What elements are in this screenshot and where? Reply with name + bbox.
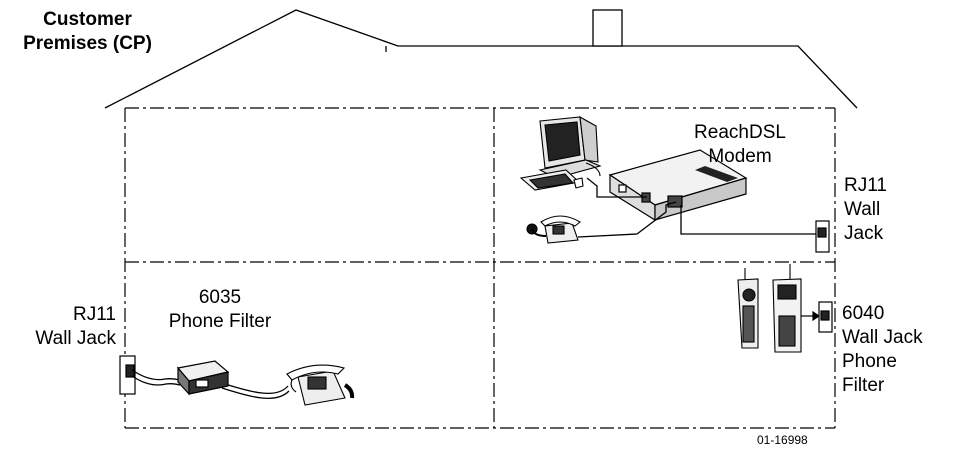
desk-phone-icon-top <box>526 215 581 244</box>
filter-6040-line3: Phone <box>842 351 897 372</box>
title-line1: Customer <box>43 9 132 30</box>
modem-label: ReachDSL Modem <box>680 121 800 169</box>
rj11-left-label: RJ11 Wall Jack <box>0 303 116 351</box>
title-line2: Premises (CP) <box>23 33 152 54</box>
rj11-wall-jack-left <box>119 355 136 395</box>
filter-6040-line4: Filter <box>842 375 885 396</box>
filter-cables <box>131 369 290 399</box>
room-walls <box>124 107 836 429</box>
filter-6035-label: 6035 Phone Filter <box>145 286 295 334</box>
modem-cables <box>577 177 818 238</box>
filter-6035 <box>176 360 230 396</box>
diagram-title: Customer Premises (CP) <box>0 8 175 56</box>
rj11-wall-jack-right <box>815 220 830 253</box>
rj11-right-line2: Wall <box>844 199 881 220</box>
computer-icon <box>519 115 602 191</box>
rj11-left-line2: Wall Jack <box>35 328 116 349</box>
filter-6040-line1: 6040 <box>842 303 885 324</box>
filter-6040-label: 6040 Wall Jack Phone Filter <box>842 302 923 398</box>
rj11-right-label: RJ11 Wall Jack <box>844 174 887 246</box>
filter-6040 <box>801 301 833 333</box>
modem-label-line2: Modem <box>708 146 772 167</box>
filter-6040-line2: Wall Jack <box>842 327 923 348</box>
filter-6035-line2: Phone Filter <box>168 311 272 332</box>
house-outline <box>104 9 858 109</box>
rj11-right-line1: RJ11 <box>844 175 887 196</box>
figure-id: 01-16998 <box>757 433 808 447</box>
rj11-left-line1: RJ11 <box>73 304 116 325</box>
filter-6035-line1: 6035 <box>198 287 242 308</box>
modem-label-line1: ReachDSL <box>694 122 786 143</box>
desk-phone-icon-bottom <box>286 364 355 406</box>
cordless-phone <box>737 264 802 353</box>
rj11-right-line3: Jack <box>844 223 884 244</box>
